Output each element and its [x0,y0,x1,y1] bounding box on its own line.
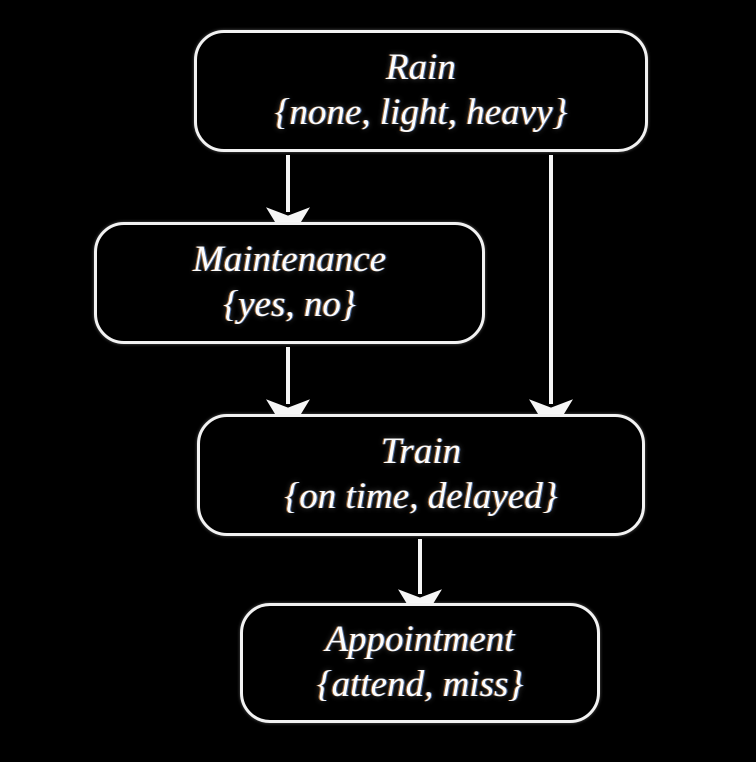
node-train[interactable]: Train {on time, delayed} [197,414,645,536]
node-maintenance-label: Maintenance [192,239,387,281]
node-appointment-domain: {attend, miss} [316,664,524,705]
node-train-domain: {on time, delayed} [284,476,558,517]
node-rain-label: Rain [386,47,456,89]
node-maintenance[interactable]: Maintenance {yes, no} [94,222,485,344]
node-maintenance-domain: {yes, no} [223,284,356,325]
node-rain-domain: {none, light, heavy} [274,92,568,133]
node-appointment-label: Appointment [325,619,515,661]
node-train-label: Train [380,431,462,473]
node-rain[interactable]: Rain {none, light, heavy} [194,30,648,152]
node-appointment[interactable]: Appointment {attend, miss} [240,603,600,723]
